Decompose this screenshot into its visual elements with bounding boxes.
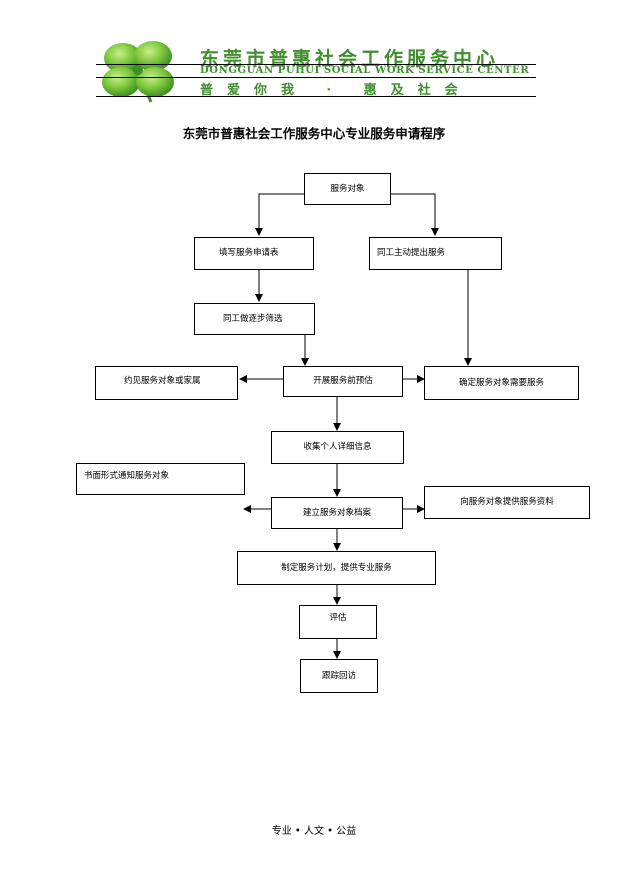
clover-logo-icon — [102, 41, 174, 103]
node-collect-info: 收集个人详细信息 — [271, 431, 404, 464]
header-divider-bottom — [96, 96, 536, 97]
org-name-english: DONGGUAN PUHUI SOCIAL WORK SERVICE CENTE… — [200, 65, 530, 76]
node-service-target: 服务对象 — [304, 173, 391, 205]
node-service-plan: 制定服务计划，提供专业服务 — [237, 551, 436, 585]
node-fill-form: 填写服务申请表 — [194, 237, 314, 270]
document-title: 东莞市普惠社会工作服务中心专业服务申请程序 — [182, 126, 446, 141]
org-slogan: 普爱你我 · 惠及社会 — [200, 83, 472, 98]
page-footer: 专业 • 人文 • 公益 — [271, 826, 357, 837]
node-evaluation: 评估 — [299, 605, 377, 639]
connector-target-to-form — [255, 193, 304, 236]
node-meet-family: 约见服务对象或家属 — [95, 366, 238, 400]
header-divider-middle — [96, 77, 536, 78]
node-pre-assessment: 开展服务前预估 — [283, 366, 403, 397]
node-initial-screening: 同工做逐步筛选 — [194, 303, 315, 335]
node-create-file: 建立服务对象档案 — [271, 497, 403, 529]
node-written-notice: 书面形式通知服务对象 — [76, 463, 245, 495]
header-divider-top — [96, 64, 536, 65]
node-colleague-initiative: 同工主动提出服务 — [369, 237, 502, 270]
node-provide-info: 向服务对象提供服务资料 — [424, 486, 590, 519]
node-follow-up: 跟踪回访 — [300, 659, 378, 693]
connector-target-to-initiative — [391, 193, 439, 236]
letterhead: 东莞市普惠社会工作服务中心 DONGGUAN PUHUI SOCIAL WORK… — [0, 0, 628, 110]
node-confirm-needs: 确定服务对象需要服务 — [424, 366, 579, 400]
